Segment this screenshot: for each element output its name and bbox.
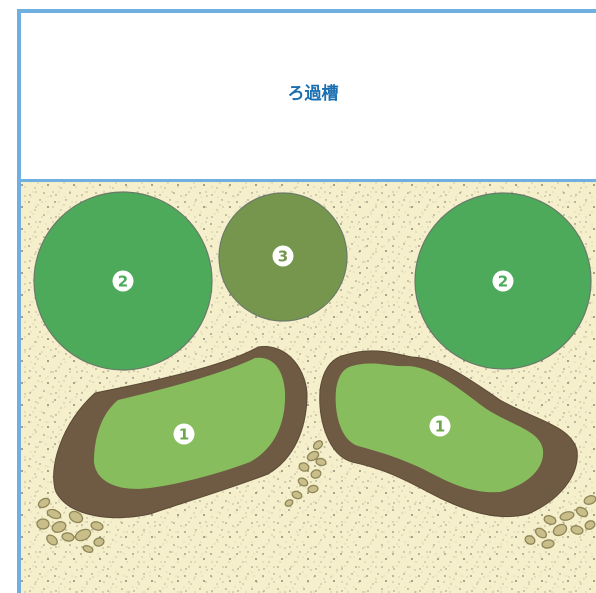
marker-pond-left-number: 1 <box>179 426 189 444</box>
stones-right <box>524 495 596 549</box>
stones-left <box>36 497 105 553</box>
filter-tank-label: ろ過槽 <box>288 83 339 104</box>
marker-tree-right: 2 <box>492 270 514 292</box>
marker-pond-right-number: 1 <box>435 418 445 436</box>
stones-center <box>284 440 327 507</box>
filter-tank-divider <box>21 179 596 182</box>
marker-tree-left: 2 <box>112 270 134 292</box>
filter-tank-area <box>19 11 596 181</box>
pond-left-grass <box>94 357 286 489</box>
frame-left-border <box>17 9 21 593</box>
marker-tree-center-number: 3 <box>278 248 288 266</box>
marker-tree-left-number: 2 <box>118 273 128 291</box>
marker-tree-center: 3 <box>272 245 294 267</box>
marker-pond-right: 1 <box>429 415 451 437</box>
frame-top-border <box>17 9 596 13</box>
marker-tree-right-number: 2 <box>498 273 508 291</box>
marker-pond-left: 1 <box>173 423 195 445</box>
